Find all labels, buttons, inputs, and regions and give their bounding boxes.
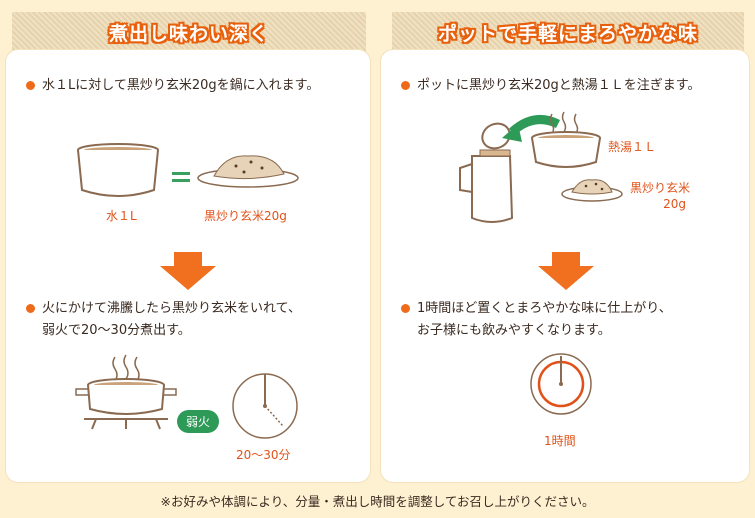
rice-plate-icon <box>197 155 299 188</box>
hot-water-bowl-icon <box>531 111 601 168</box>
rice-label-right-line2: 20g <box>663 197 687 211</box>
time-label-left: 20〜30分 <box>236 448 291 462</box>
thermos-pot-icon <box>459 122 514 223</box>
right-step-2-line1: 1時間ほど置くとまろやかな味に仕上がり、 <box>417 301 672 316</box>
rice-label-left: 黒炒り玄米20g <box>204 209 287 223</box>
hot-water-label: 熱湯１Ｌ <box>608 140 657 154</box>
left-step-1-text: 水１Lに対して黒炒り玄米20gを鍋に入れます。 <box>42 78 320 93</box>
clock-right-icon <box>530 353 592 415</box>
rice-label-right-line1: 黒炒り玄米 <box>630 181 691 195</box>
right-title-bar: ポットで手軽にまろやかな味 <box>392 12 744 52</box>
clock-icon <box>232 373 298 439</box>
equals-icon <box>172 172 190 182</box>
pour-arrow-icon <box>502 115 561 142</box>
boiling-pot-icon <box>75 354 177 430</box>
left-step-2-line2: 弱火で20〜30分煮出す。 <box>42 323 191 338</box>
water-pot-icon <box>77 143 159 197</box>
low-heat-badge: 弱火 <box>177 410 220 433</box>
down-arrow-icon <box>160 252 216 290</box>
water-label: 水１L <box>106 209 137 223</box>
right-title: ポットで手軽にまろやかな味 <box>437 22 698 45</box>
left-step-2-line1: 火にかけて沸騰したら黒炒り玄米をいれて、 <box>42 301 301 316</box>
down-arrow-right-icon <box>538 252 594 290</box>
footnote: ※お好みや体調により、分量・煮出し時間を調整してお召し上がりください。 <box>160 494 595 509</box>
rice-label-right: 黒炒り玄米 20g <box>630 180 690 212</box>
right-step-2: 1時間ほど置くとまろやかな味に仕上がり、 お子様にも飲みやすくなります。 <box>401 298 672 342</box>
left-title: 煮出し味わい深く <box>108 22 269 45</box>
right-step-1: ポットに黒炒り玄米20gと熱湯１Ｌを注ぎます。 <box>401 75 701 97</box>
left-step-1: 水１Lに対して黒炒り玄米20gを鍋に入れます。 <box>26 75 319 97</box>
right-step-1-text: ポットに黒炒り玄米20gと熱湯１Ｌを注ぎます。 <box>417 78 701 93</box>
time-label-right: 1時間 <box>544 434 576 448</box>
rice-plate-small-icon <box>561 179 623 202</box>
right-step-2-line2: お子様にも飲みやすくなります。 <box>417 323 611 338</box>
left-title-bar: 煮出し味わい深く <box>12 12 366 52</box>
left-step-2: 火にかけて沸騰したら黒炒り玄米をいれて、 弱火で20〜30分煮出す。 <box>26 298 301 342</box>
